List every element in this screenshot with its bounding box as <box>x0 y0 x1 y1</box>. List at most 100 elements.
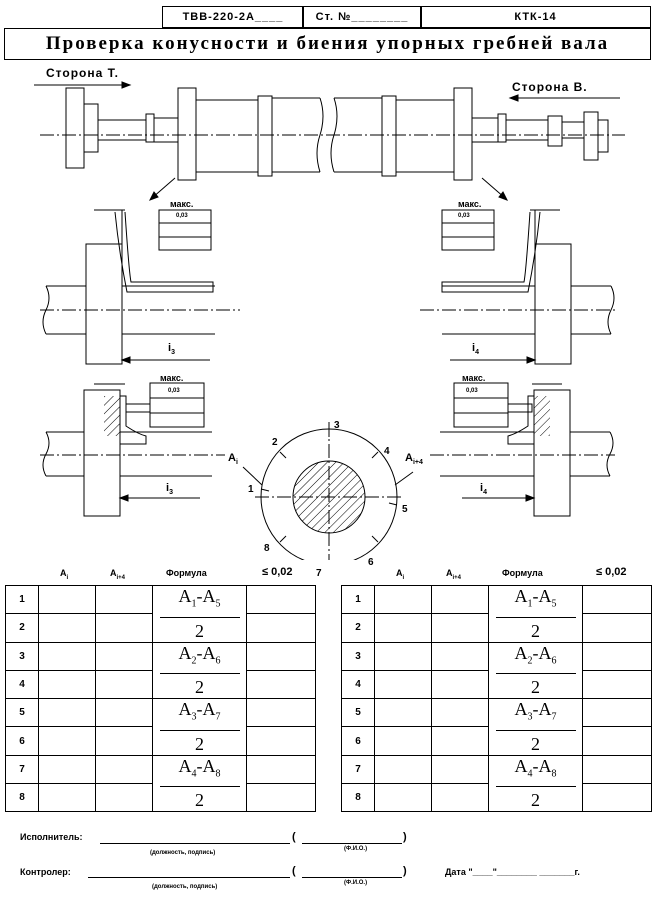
row-number: 5 <box>5 698 39 728</box>
result-cell[interactable] <box>246 584 316 615</box>
cell-ai[interactable] <box>38 669 96 700</box>
point-4: 4 <box>384 446 390 457</box>
cell-ai4[interactable] <box>431 754 489 785</box>
cell-ai[interactable] <box>38 584 96 615</box>
right-header-ai4: Ai+4 <box>446 568 462 581</box>
cell-ai[interactable] <box>374 669 432 700</box>
date-field[interactable]: Дата "____"________ _______г. <box>445 867 580 877</box>
fraction-bar <box>495 673 576 675</box>
controller-fio-line[interactable] <box>302 877 402 878</box>
card-cell: КТК-14 <box>420 6 651 28</box>
executor-fio-line[interactable] <box>302 843 402 844</box>
row-number: 6 <box>5 726 39 756</box>
cell-ai[interactable] <box>38 698 96 728</box>
controller-signature-line[interactable] <box>88 877 290 878</box>
formula-denominator: 2 <box>531 733 540 754</box>
side-1-label: Сторона Т. <box>46 66 119 80</box>
cell-ai4[interactable] <box>95 783 153 813</box>
cell-ai[interactable] <box>374 613 432 643</box>
result-cell[interactable] <box>246 726 316 756</box>
cell-ai[interactable] <box>374 698 432 728</box>
fraction-bar <box>159 673 240 675</box>
result-cell[interactable] <box>582 726 652 756</box>
formula-numerator: A1-A5 <box>178 586 221 610</box>
result-cell[interactable] <box>246 613 316 643</box>
table-row: 1 A1-A5 2 <box>5 584 316 643</box>
cell-ai4[interactable] <box>95 698 153 728</box>
i4-label-upper: i4 <box>472 342 479 357</box>
executor-position-hint: (должность, подпись) <box>150 850 216 856</box>
ai4-label: Ai+4 <box>405 452 423 467</box>
executor-paren-close: ) <box>403 831 407 843</box>
cell-ai[interactable] <box>38 613 96 643</box>
row-number: 3 <box>341 641 375 671</box>
cell-ai[interactable] <box>38 641 96 671</box>
result-cell[interactable] <box>582 613 652 643</box>
row-number: 2 <box>5 613 39 643</box>
row-number: 8 <box>5 783 39 813</box>
executor-signature-line[interactable] <box>100 843 290 844</box>
result-cell[interactable] <box>582 698 652 728</box>
result-cell[interactable] <box>246 783 316 813</box>
cell-ai4[interactable] <box>431 613 489 643</box>
formula-numerator: A2-A6 <box>178 642 221 667</box>
cell-ai[interactable] <box>38 726 96 756</box>
cell-ai4[interactable] <box>95 726 153 756</box>
sheet-cell: Ст. №________ <box>302 6 422 28</box>
table-row: 6 <box>5 726 316 756</box>
cell-ai[interactable] <box>38 783 96 813</box>
cell-ai4[interactable] <box>431 584 489 615</box>
fraction-bar <box>495 616 576 618</box>
row-number: 1 <box>5 584 39 615</box>
fraction-bar <box>495 729 576 731</box>
result-cell[interactable] <box>246 698 316 728</box>
formula-numerator: A2-A6 <box>514 642 557 667</box>
table-row: 6 <box>341 726 652 756</box>
table-row: 8 <box>341 783 652 813</box>
cell-ai[interactable] <box>374 641 432 671</box>
cell-ai4[interactable] <box>95 669 153 700</box>
row-number: 3 <box>5 641 39 671</box>
cell-ai4[interactable] <box>95 754 153 785</box>
max-value-4: 0,03 <box>466 388 478 394</box>
cell-ai4[interactable] <box>431 698 489 728</box>
cell-ai4[interactable] <box>431 783 489 813</box>
cell-ai4[interactable] <box>95 613 153 643</box>
cell-ai[interactable] <box>374 726 432 756</box>
cell-ai4[interactable] <box>431 669 489 700</box>
cell-ai4[interactable] <box>95 641 153 671</box>
formula-numerator: A1-A5 <box>514 586 557 610</box>
max-value-2: 0,03 <box>458 213 470 219</box>
result-cell[interactable] <box>246 754 316 785</box>
formula-numerator: A4-A8 <box>514 755 557 780</box>
cell-ai[interactable] <box>374 783 432 813</box>
result-cell[interactable] <box>582 641 652 671</box>
fraction-bar <box>159 729 240 731</box>
cell-ai4[interactable] <box>95 584 153 615</box>
result-cell[interactable] <box>582 783 652 813</box>
cell-ai[interactable] <box>38 754 96 785</box>
row-number: 7 <box>5 754 39 785</box>
result-cell[interactable] <box>582 584 652 615</box>
point-3: 3 <box>334 420 340 431</box>
result-cell[interactable] <box>246 641 316 671</box>
max-label-1: макс. <box>170 199 194 209</box>
right-header-formula: Формула <box>502 568 543 578</box>
cell-ai[interactable] <box>374 754 432 785</box>
result-cell[interactable] <box>582 754 652 785</box>
cell-ai[interactable] <box>374 584 432 615</box>
executor-fio-hint: (Ф.И.О.) <box>344 846 368 852</box>
row-number: 4 <box>341 669 375 700</box>
formula-denominator: 2 <box>195 620 204 641</box>
controller-position-hint: (должность, подпись) <box>152 884 218 890</box>
cell-ai4[interactable] <box>431 641 489 671</box>
controller-fio-hint: (Ф.И.О.) <box>344 880 368 886</box>
cell-ai4[interactable] <box>431 726 489 756</box>
result-cell[interactable] <box>582 669 652 700</box>
result-cell[interactable] <box>246 669 316 700</box>
